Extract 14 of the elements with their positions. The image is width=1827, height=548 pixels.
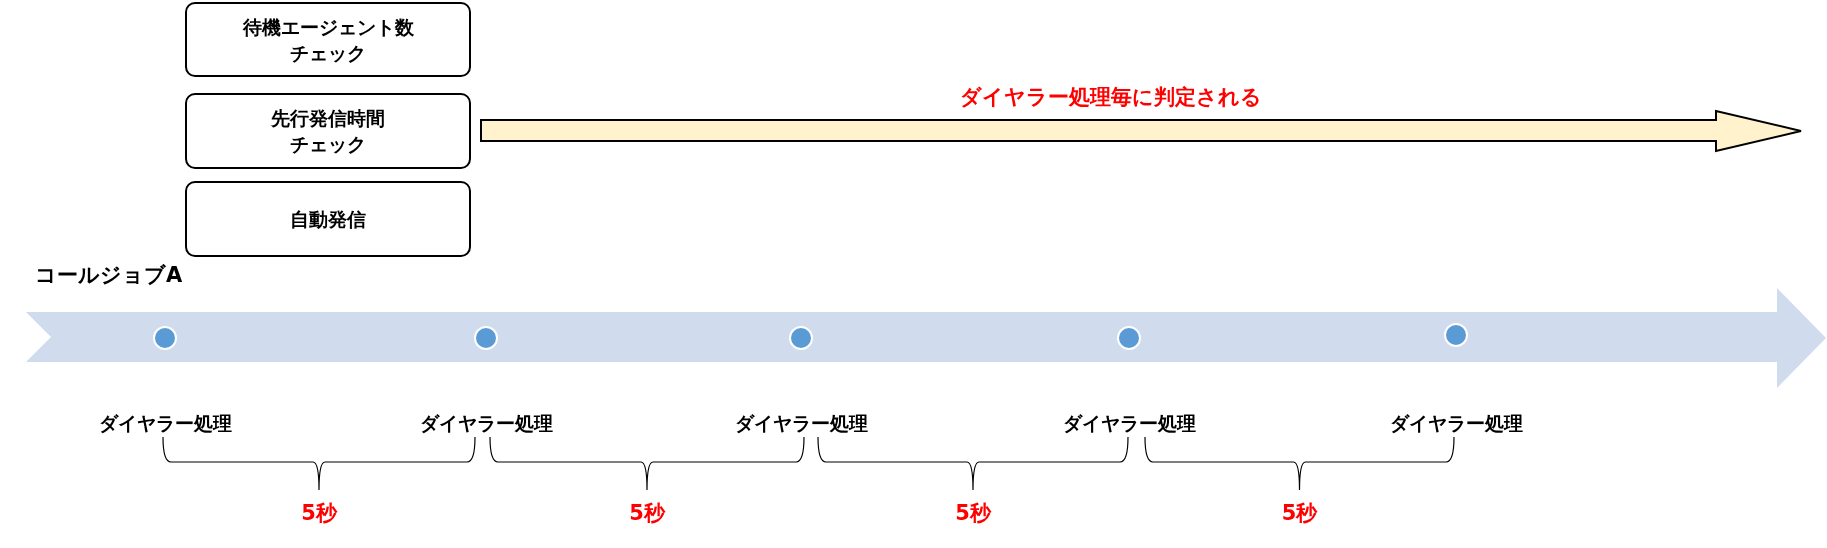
process-box: 先行発信時間チェック xyxy=(185,93,471,169)
duration-label: 5秒 xyxy=(300,500,339,526)
duration-label: 5秒 xyxy=(1280,500,1319,526)
arrow-label: ダイヤラー処理毎に判定される xyxy=(958,84,1263,110)
step-label: ダイヤラー処理 xyxy=(418,411,554,435)
step-label: ダイヤラー処理 xyxy=(733,411,869,435)
step-label: ダイヤラー処理 xyxy=(97,411,233,435)
duration-label: 5秒 xyxy=(628,500,667,526)
process-box: 自動発信 xyxy=(185,181,471,257)
timeline-title: コールジョブA xyxy=(35,262,183,288)
step-label: ダイヤラー処理 xyxy=(1061,411,1197,435)
step-label: ダイヤラー処理 xyxy=(1388,411,1524,435)
process-box: 待機エージェント数チェック xyxy=(185,2,471,77)
duration-label: 5秒 xyxy=(954,500,993,526)
